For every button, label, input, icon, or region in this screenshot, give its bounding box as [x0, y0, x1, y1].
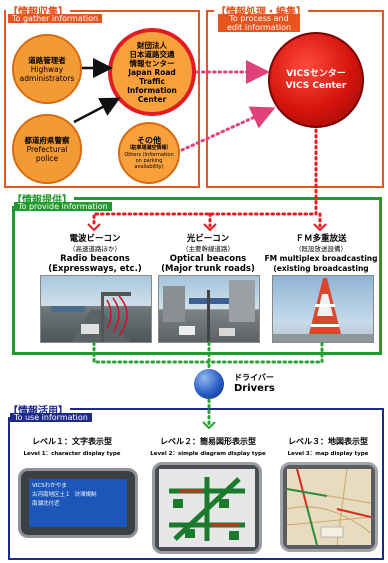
- vics-jp: VICSセンター: [286, 69, 346, 79]
- level2-title: レベル２：簡易図形表示型: [160, 437, 256, 446]
- gather-subtitle: To gather information: [8, 14, 103, 23]
- optical-beacon-photo: [158, 275, 260, 343]
- process-subtitle: To process and edit information: [218, 14, 300, 32]
- highway-jp: 道路管理者: [28, 55, 66, 65]
- optical-en: Optical beacons (Major trunk roads): [161, 254, 255, 274]
- level3-title: レベル３：地図表示型: [288, 437, 368, 446]
- radio-beacon-illustration: [51, 292, 131, 342]
- level3-subtitle: Level 3：map display type: [287, 451, 369, 457]
- level2-display: [152, 462, 262, 554]
- fm-jp-sub: （既設放送設備）: [295, 245, 347, 253]
- others-en: Others (Information on parking availabil…: [124, 152, 174, 170]
- tokyo-tower-illustration: [273, 278, 373, 342]
- drivers-en: Drivers: [234, 383, 275, 394]
- others-node: その他 （駐車場満空情報） Others (Information on par…: [118, 122, 180, 184]
- jartic-jp2: 日本道路交通: [129, 49, 175, 59]
- jartic-jp1: 財団法人: [137, 40, 167, 50]
- fm-broadcast-photo: [272, 275, 374, 343]
- highway-node: 道路管理者 Highway administrators: [12, 34, 82, 104]
- radio-beacon-photo: [40, 275, 152, 343]
- jartic-node: 財団法人 日本道路交通 情報センター Japan Road Traffic In…: [108, 28, 196, 116]
- level1-screen: VICSわかやま 古河南地区土１ 渋滞規制 南湖北付近: [29, 479, 127, 527]
- fm-jp: ＦＭ多重放送: [295, 234, 347, 244]
- level1-display: VICSわかやま 古河南地区土１ 渋滞規制 南湖北付近: [18, 468, 138, 538]
- jartic-jp3: 情報センター: [129, 58, 175, 68]
- vics-en: VICS Center: [285, 81, 347, 91]
- radio-jp: 電波ビーコン: [69, 234, 121, 244]
- highway-en: Highway administrators: [19, 64, 75, 83]
- screen1-line4: 南湖北付近: [32, 501, 60, 507]
- screen1-line3: 渋滞規制: [74, 492, 97, 498]
- drivers-node: [194, 369, 224, 399]
- use-panel: [8, 408, 384, 560]
- screen1-line2: 古河南地区土１: [32, 492, 71, 498]
- optical-jp: 光ビーコン: [186, 234, 230, 244]
- police-en: Prefectural police: [26, 144, 68, 163]
- screen1-line1: VICSわかやま: [32, 483, 67, 489]
- level1-title: レベル１：文字表示型: [32, 437, 112, 446]
- provide-subtitle: To provide information: [14, 202, 112, 211]
- level2-subtitle: Level 2：simple diagram display type: [150, 451, 266, 457]
- level2-diagram: [159, 469, 255, 547]
- level3-map: [287, 469, 371, 545]
- police-node: 都道府県警察 Prefectural police: [12, 114, 82, 184]
- radio-jp-sub: （高速道路ほか）: [69, 245, 121, 253]
- optical-beacon-label: 光ビーコン （主要幹線道路） Optical beacons (Major tr…: [158, 234, 258, 274]
- radio-en: Radio beacons (Expressways, etc.): [48, 254, 142, 274]
- others-jp-sub: （駐車場満空情報）: [126, 145, 172, 151]
- level3-display: [280, 462, 378, 552]
- jartic-en: Japan Road Traffic Information Center: [127, 67, 177, 104]
- drivers-jp: ドライバー: [234, 373, 274, 382]
- level1-subtitle: Level 1：character display type: [23, 451, 121, 457]
- vics-center-node: VICSセンター VICS Center: [268, 32, 364, 128]
- radio-beacon-label: 電波ビーコン （高速道路ほか） Radio beacons (Expresswa…: [40, 234, 150, 274]
- use-subtitle: To use information: [10, 413, 92, 422]
- others-jp: その他: [137, 136, 161, 145]
- optical-beacon-illustration: [163, 280, 255, 342]
- police-jp: 都道府県警察: [24, 135, 70, 145]
- optical-jp-sub: （主要幹線道路）: [182, 245, 234, 253]
